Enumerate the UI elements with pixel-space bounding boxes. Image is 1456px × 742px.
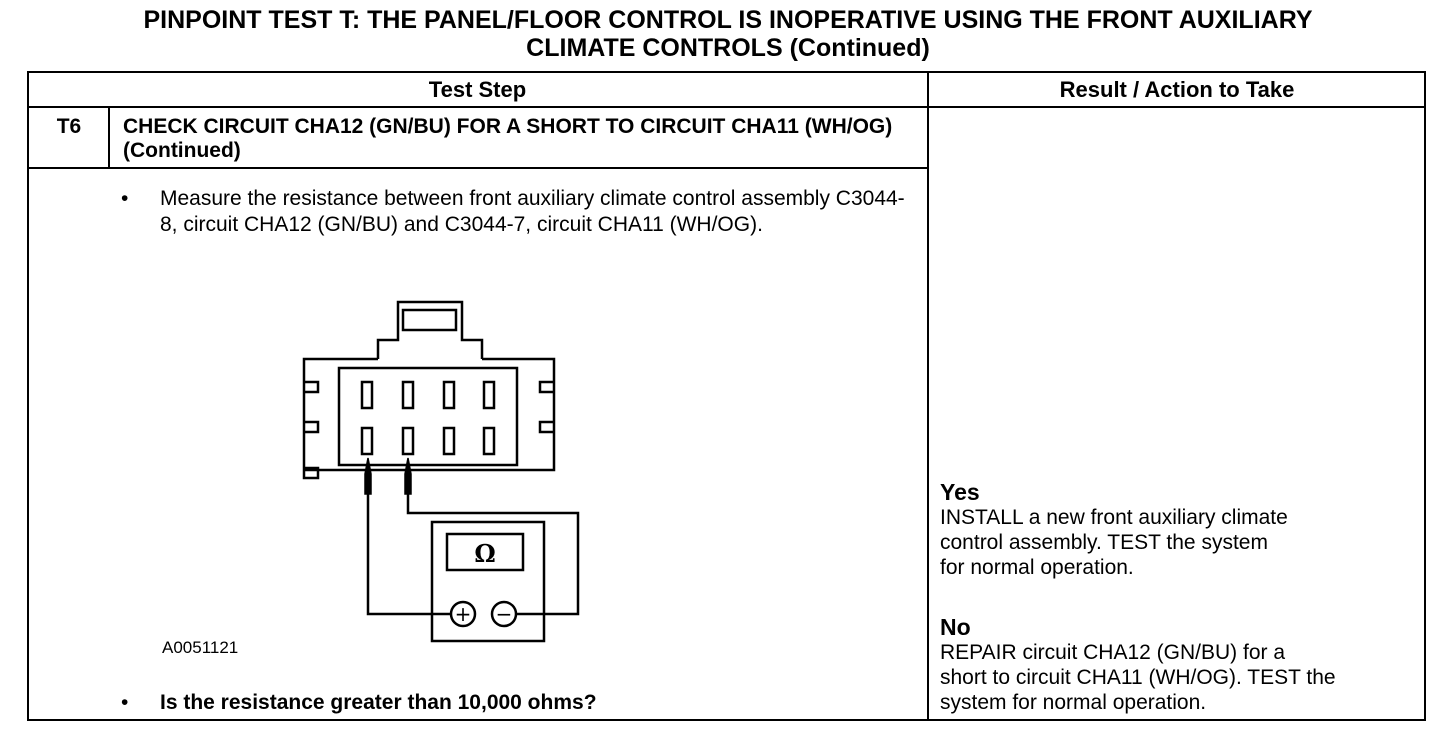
figure-id: A0051121 xyxy=(162,638,239,657)
minus-symbol: − xyxy=(496,602,513,626)
terminal xyxy=(442,380,456,410)
connector-meter-diagram: Ω + − xyxy=(302,300,580,643)
connector-cavity xyxy=(337,366,519,467)
terminal xyxy=(442,426,456,456)
result-yes-line: for normal operation. xyxy=(940,556,1134,579)
instruction-text: Measure the resistance between front aux… xyxy=(160,187,905,236)
step-id: T6 xyxy=(56,115,82,138)
result-no-label: No xyxy=(940,614,971,640)
multimeter-display xyxy=(445,532,525,572)
step-title: CHECK CIRCUIT CHA12 (GN/BU) FOR A SHORT … xyxy=(123,115,893,162)
header-divider xyxy=(27,106,1426,108)
connector-latch xyxy=(376,300,484,359)
result-no-text: REPAIR circuit CHA12 (GN/BU) for a short… xyxy=(940,640,1430,715)
connector-latch-window xyxy=(401,308,458,332)
terminal xyxy=(360,426,374,456)
multimeter-body xyxy=(430,520,546,643)
header-result-action: Result / Action to Take xyxy=(1059,77,1295,102)
test-lead-positive xyxy=(366,494,451,616)
result-yes-text: INSTALL a new front auxiliary climate co… xyxy=(940,505,1430,580)
result-yes-label: Yes xyxy=(940,479,980,505)
page-title: PINPOINT TEST T: THE PANEL/FLOOR CONTROL… xyxy=(0,6,1456,62)
terminal xyxy=(401,426,415,456)
header-test-step: Test Step xyxy=(428,77,527,102)
result-no-line: REPAIR circuit CHA12 (GN/BU) for a xyxy=(940,641,1286,664)
terminal xyxy=(360,380,374,410)
plus-symbol: + xyxy=(455,602,472,626)
terminal xyxy=(401,380,415,410)
question-text: Is the resistance greater than 10,000 oh… xyxy=(160,691,597,714)
connector-shell xyxy=(302,357,556,480)
column-divider xyxy=(927,71,929,721)
result-no-line: system for normal operation. xyxy=(940,691,1207,714)
terminal xyxy=(482,426,496,456)
step-title-divider xyxy=(27,167,928,169)
page-title-line-1: PINPOINT TEST T: THE PANEL/FLOOR CONTROL… xyxy=(143,6,1313,34)
test-table xyxy=(27,71,1426,721)
result-yes-line: control assembly. TEST the system xyxy=(940,531,1268,554)
page-title-line-2: CLIMATE CONTROLS (Continued) xyxy=(526,34,930,62)
ohm-symbol: Ω xyxy=(474,539,495,568)
probe-tip-negative xyxy=(404,457,412,495)
result-yes-line: INSTALL a new front auxiliary climate xyxy=(940,506,1288,529)
probe-tip-positive xyxy=(364,457,372,495)
step-id-divider xyxy=(108,106,110,168)
question-bullet: • xyxy=(121,691,129,714)
terminal xyxy=(482,380,496,410)
instruction-bullet: • xyxy=(121,187,129,210)
test-lead-negative xyxy=(406,494,580,616)
result-no-line: short to circuit CHA11 (WH/OG). TEST the xyxy=(940,666,1336,689)
